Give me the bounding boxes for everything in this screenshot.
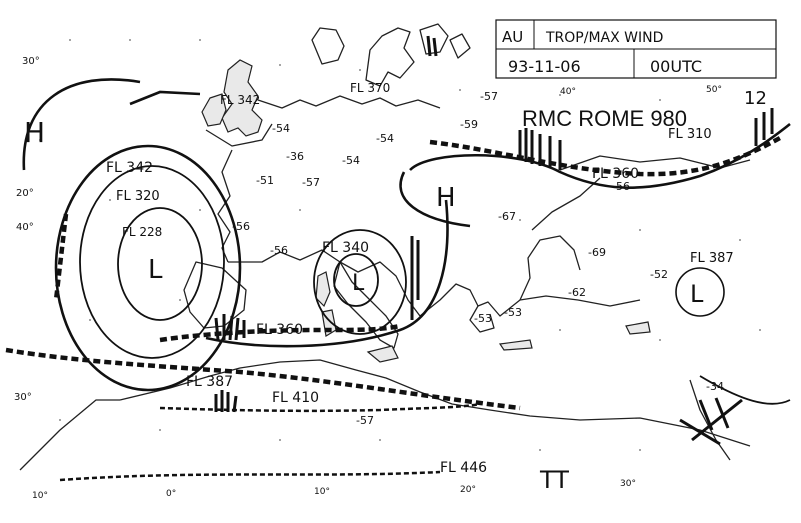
lon-label: 50° [706, 85, 722, 95]
header-time: 00UTC [650, 57, 702, 76]
temp-value: -54 [376, 132, 394, 145]
fl342-isles-label: FL 342 [220, 93, 260, 107]
lon-label: 10° [32, 491, 48, 501]
temp-value: -34 [706, 380, 724, 393]
fl228-label: FL 228 [122, 225, 162, 239]
temp-value: -67 [498, 210, 516, 223]
lon-label: 10° [314, 487, 330, 497]
issuer-label: RMC ROME 980 [522, 106, 687, 131]
lon-label: 40° [560, 87, 576, 97]
temp-value: -69 [588, 246, 606, 259]
chart-code: 12 [744, 88, 767, 109]
temp-value: -53 [504, 306, 522, 319]
low-center-east-ring [675, 267, 725, 317]
jet-streams [5, 136, 782, 482]
temp-value: -53 [474, 312, 492, 325]
contours [22, 78, 791, 405]
temp-value: -56 [232, 220, 250, 233]
tropical-mark: TT [539, 466, 569, 494]
lat-label: 30° [22, 56, 40, 67]
header-product: AU [502, 28, 523, 46]
low-center-east: L [690, 280, 704, 308]
temp-value: -56 [270, 244, 288, 257]
temp-value: -57 [480, 90, 498, 103]
lon-label: 0° [166, 489, 176, 499]
british-isles [201, 59, 273, 147]
high-center-central: H [436, 183, 456, 213]
lat-label: 20° [16, 188, 34, 199]
lat-label: 40° [16, 222, 34, 233]
jet-fl360-north-label: FL 360 [592, 166, 639, 182]
low-center-atlantic: L [148, 255, 163, 285]
lat-label: 30° [14, 392, 32, 403]
temp-value: -54 [342, 154, 360, 167]
temp-value: -62 [568, 286, 586, 299]
scandinavia [311, 23, 471, 87]
temp-value: -59 [460, 118, 478, 131]
lon-label: 20° [460, 485, 476, 495]
temp-value: -52 [650, 268, 668, 281]
jet-fl387-label: FL 387 [186, 374, 233, 390]
temp-value: -57 [302, 176, 320, 189]
europe-coast [19, 95, 751, 471]
temp-value: -36 [286, 150, 304, 163]
wind-barbs [214, 35, 774, 446]
fl387-east-label: FL 387 [690, 251, 734, 266]
temp-value: -54 [272, 122, 290, 135]
fl340-label: FL 340 [322, 240, 369, 256]
header-date: 93-11-06 [508, 57, 581, 76]
fl370-label: FL 370 [350, 81, 390, 95]
header-box: AU TROP/MAX WIND 93-11-06 00UTC [495, 19, 777, 79]
fl342-label: FL 342 [106, 160, 153, 176]
jet-fl360-med-label: FL 360 [256, 322, 303, 338]
jet-fl446-label: FL 446 [440, 460, 487, 476]
low-center-italy: L [352, 271, 365, 296]
fl310-label: FL 310 [668, 127, 712, 142]
temp-value: -57 [356, 414, 374, 427]
jet-fl410-label: FL 410 [272, 390, 319, 406]
high-center-west: H [24, 116, 45, 149]
temp-value: -56 [612, 180, 630, 193]
lon-label: 30° [620, 479, 636, 489]
header-title: TROP/MAX WIND [545, 30, 663, 46]
fl320-label: FL 320 [116, 189, 160, 204]
grid-dots [39, 39, 761, 451]
temp-value: -51 [256, 174, 274, 187]
